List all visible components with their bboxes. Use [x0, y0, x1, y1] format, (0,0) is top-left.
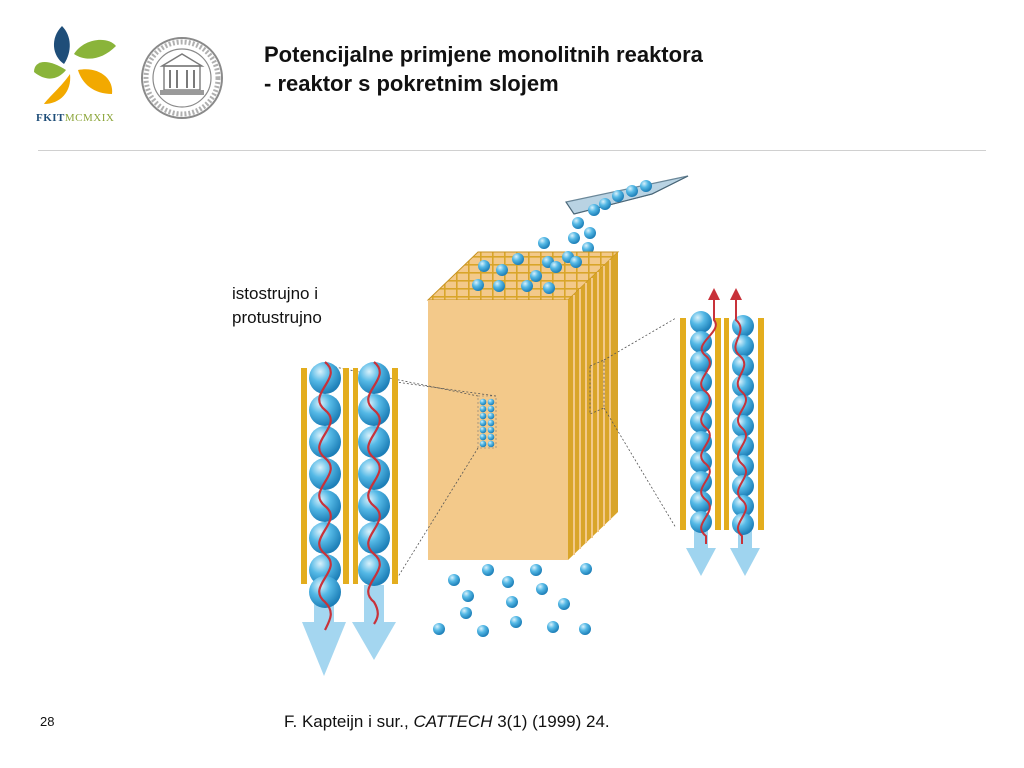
citation-authors: F. Kapteijn i sur.,	[284, 712, 414, 731]
moving-bed-reactor-diagram	[301, 175, 764, 676]
fkit-text: FKIT	[36, 112, 65, 124]
fkit-logo: FKITMCMXIX	[32, 24, 122, 132]
feed-beads	[538, 180, 652, 254]
top-beads	[472, 251, 582, 294]
page-number: 28	[40, 714, 55, 729]
flow-mode-label: istostrujno i protustrujno	[232, 282, 322, 330]
header-divider	[38, 150, 986, 151]
fkit-year-text: MCMXIX	[64, 112, 115, 124]
monolith-block	[426, 251, 620, 560]
countercurrent-channels-detail	[680, 288, 764, 576]
title-line-1: Potencijalne primjene monolitnih reaktor…	[264, 42, 703, 67]
citation-journal: CATTECH	[413, 712, 493, 731]
page-title: Potencijalne primjene monolitnih reaktor…	[264, 40, 703, 98]
falling-beads	[433, 563, 592, 637]
cocurrent-channels-detail	[301, 361, 398, 676]
feed-hopper	[565, 175, 689, 215]
channel-window-beads	[479, 398, 495, 448]
citation-details: 3(1) (1999) 24.	[492, 712, 610, 731]
fkit-flower-logo-icon	[34, 26, 116, 104]
flow-mode-label-line-1: istostrujno i	[232, 284, 318, 303]
title-line-2: - reaktor s pokretnim slojem	[264, 71, 559, 96]
university-seal-icon	[140, 36, 224, 120]
flow-mode-label-line-2: protustrujno	[232, 308, 322, 327]
citation: F. Kapteijn i sur., CATTECH 3(1) (1999) …	[284, 712, 610, 732]
